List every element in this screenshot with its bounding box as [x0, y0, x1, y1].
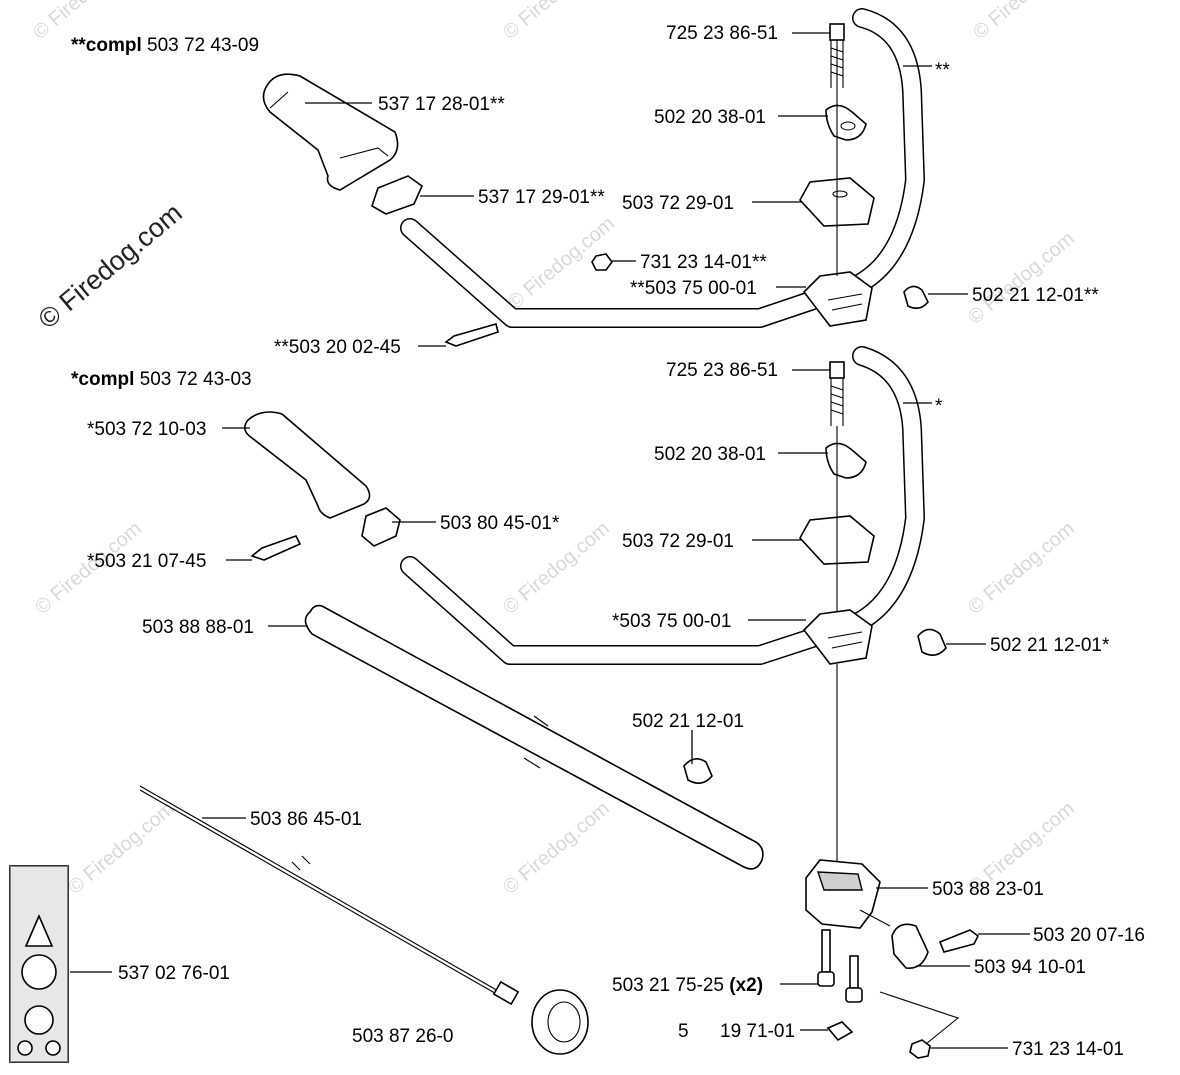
- watermark-tile: © Firedog.com: [969, 0, 1084, 44]
- watermark-tile: © Firedog.com: [964, 517, 1079, 618]
- label-503-94-10-01: 503 94 10-01: [974, 957, 1086, 978]
- nut-731-23-14-01: [909, 1039, 931, 1059]
- label-503-87-26-0: 503 87 26-0: [352, 1026, 453, 1047]
- clamp-537-17-29-01: [371, 175, 423, 215]
- clamp-503-75-00-01-top: [802, 271, 873, 327]
- knob-502-20-38-01: [825, 104, 867, 141]
- part-labels: 725 23 86-51 ** 537 17 28-01** 502 20 38…: [87, 23, 1145, 1060]
- grip-537-17-28-01: [262, 73, 399, 191]
- label-double-asterisk: **: [935, 60, 950, 81]
- label-503-75-00-01-mid: *503 75 00-01: [612, 611, 731, 632]
- label-503-20-02-45: **503 20 02-45: [274, 337, 401, 358]
- label-503-86-45-01: 503 86 45-01: [250, 809, 362, 830]
- section-header-top: **compl 503 72 43-09: [71, 35, 259, 56]
- label-503-72-10-03: *503 72 10-03: [87, 419, 206, 440]
- label-503-88-23-01: 503 88 23-01: [932, 879, 1044, 900]
- screw-503-20-07-16: [938, 929, 980, 953]
- header-prefix: **compl: [71, 35, 142, 56]
- label-731-23-14-01-top: 731 23 14-01**: [640, 252, 767, 273]
- grip-503-72-10-03: [244, 411, 371, 519]
- label-502-21-12-01-mid: 502 21 12-01*: [990, 635, 1110, 656]
- label-537-17-28-01: 537 17 28-01**: [378, 94, 505, 115]
- clamp-block-503-88-23-01: [805, 859, 881, 929]
- fitting-503-94-10-01: [891, 923, 929, 969]
- watermark-tile: © Firedog.com: [499, 797, 614, 898]
- header-number: 503 72 43-09: [147, 35, 259, 56]
- handlebar-tube-mid-inner: [401, 347, 924, 664]
- clip-502-21-12-01: [683, 758, 713, 784]
- clip-502-21-12-01-mid: [917, 628, 947, 656]
- nut-503-19-71-01: [826, 1021, 854, 1042]
- label-503-75-00-01-top: **503 75 00-01: [630, 278, 757, 299]
- section-header-mid: *compl 503 72 43-03: [71, 369, 252, 390]
- label-537-17-29-01: 537 17 29-01**: [478, 187, 605, 208]
- label-503-19-71-01: 19 71-01: [720, 1021, 795, 1042]
- screw-503-20-02-45: [444, 323, 499, 347]
- label-503-88-88-01: 503 88 88-01: [142, 617, 254, 638]
- label-503-72-29-01-mid: 503 72 29-01: [622, 531, 734, 552]
- label-503-19-71-01-prefix: 5: [678, 1021, 689, 1042]
- label-503-20-07-16: 503 20 07-16: [1033, 925, 1145, 946]
- watermark-tile: © Firedog.com: [964, 227, 1079, 328]
- clip-502-21-12-01-top: [903, 285, 929, 310]
- label-502-21-12-01-top: 502 21 12-01**: [972, 285, 1099, 306]
- top-assembly: [262, 8, 929, 347]
- clamp-503-80-45-01: [361, 507, 401, 547]
- label-qty: (x2): [729, 975, 763, 996]
- label-725-23-86-51-top: 725 23 86-51: [666, 23, 778, 44]
- screw-503-21-07-45: [250, 535, 302, 561]
- label-537-02-76-01: 537 02 76-01: [118, 963, 230, 984]
- lower-assembly: [9, 604, 980, 1063]
- watermark-tile: © Firedog.com: [499, 0, 614, 44]
- side-copyright: © Firedog.com: [33, 198, 188, 335]
- label-number: 503 21 75-25: [612, 975, 724, 996]
- watermark-tile: © Firedog.com: [64, 797, 179, 898]
- nut-731-23-14-01-top: [591, 253, 613, 271]
- knob-502-20-38-01-mid: [825, 442, 867, 479]
- label-502-20-38-01-mid: 502 20 38-01: [654, 444, 766, 465]
- label-503-21-07-45: *503 21 07-45: [87, 551, 206, 572]
- header-number: 503 72 43-03: [140, 369, 252, 390]
- header-prefix: *compl: [71, 369, 134, 390]
- label-502-20-38-01-top: 502 20 38-01: [654, 107, 766, 128]
- label-503-80-45-01: 503 80 45-01*: [440, 513, 560, 534]
- drive-cable-503-86-45-01: [139, 785, 501, 993]
- label-731-23-14-01: 731 23 14-01: [1012, 1039, 1124, 1060]
- shaft-tube-503-88-88-01: [304, 604, 764, 870]
- label-503-72-29-01-top: 503 72 29-01: [622, 193, 734, 214]
- clamp-503-75-00-01-mid: [802, 609, 873, 665]
- label-asterisk: *: [935, 396, 943, 417]
- mid-assembly: [244, 346, 947, 868]
- leader-lines: [70, 32, 1030, 1049]
- label-725-23-86-51-mid: 725 23 86-51: [666, 360, 778, 381]
- label-502-21-12-01: 502 21 12-01: [632, 711, 744, 732]
- label-503-21-75-25: 503 21 75-25 (x2): [612, 975, 763, 996]
- handlebar-tube-top-inner: [401, 9, 924, 327]
